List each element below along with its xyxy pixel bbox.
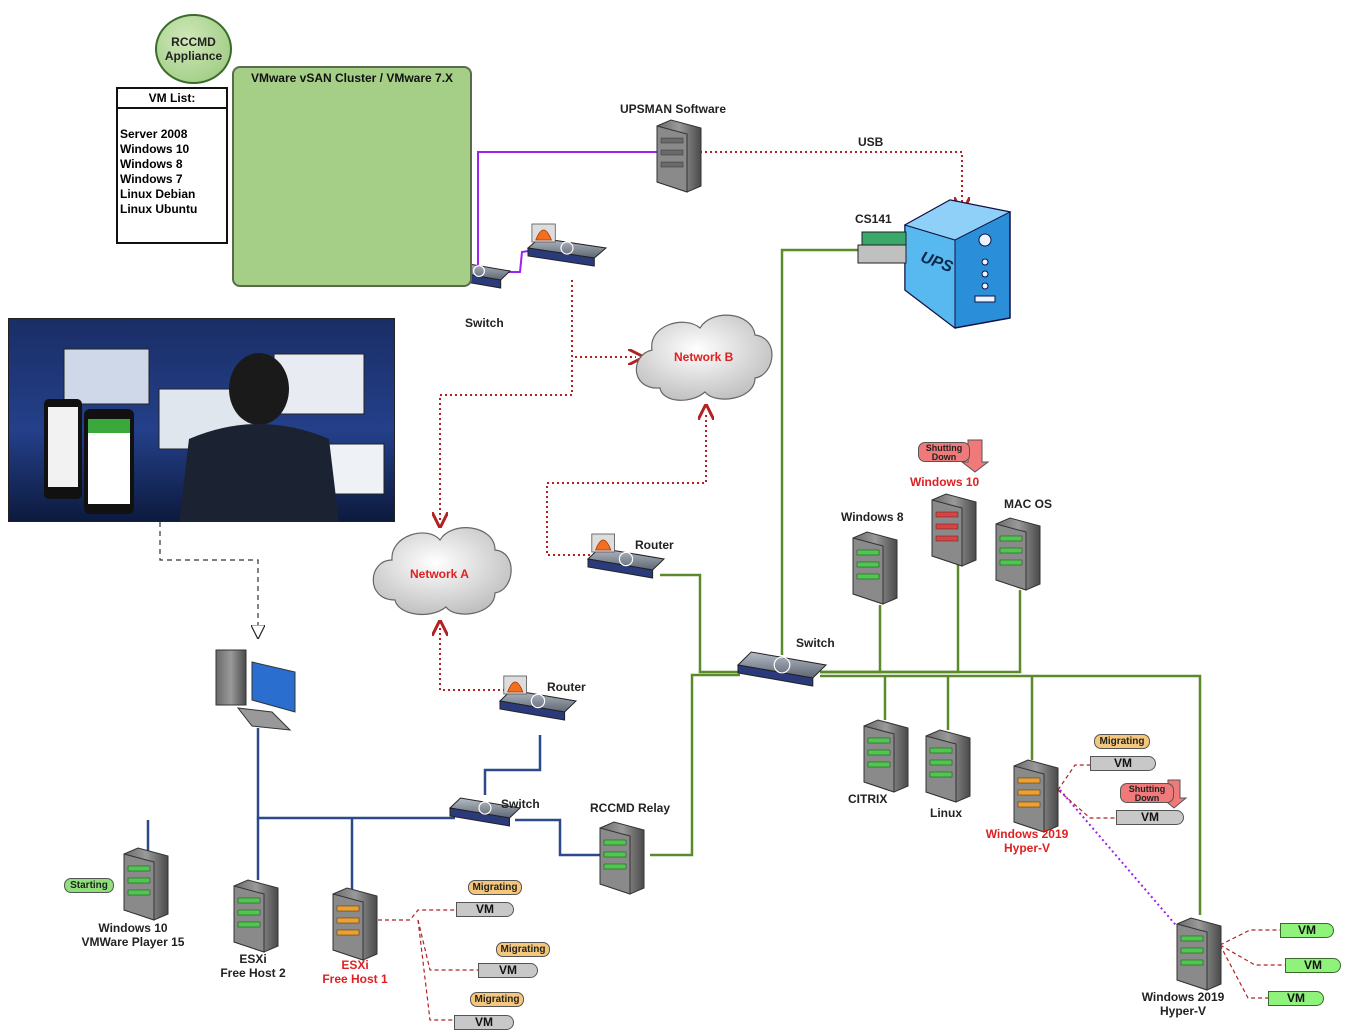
- esxi2-line2: Free Host 2: [220, 966, 286, 980]
- win2019a-line1: Windows 2019: [985, 827, 1069, 841]
- network-b-label: Network B: [674, 350, 734, 364]
- rccmd-appliance-line2: Appliance: [164, 49, 223, 63]
- esxi1-line1: ESXi: [341, 958, 369, 972]
- firewall-top-icon: [526, 223, 608, 267]
- tag-arrows: [960, 439, 1188, 809]
- shutting-down-tag: Shutting Down: [918, 442, 970, 462]
- vm-list-item: Linux Debian: [120, 187, 196, 201]
- win10vm-line1: Windows 10: [98, 921, 168, 935]
- upsman-label: UPSMAN Software: [620, 102, 727, 116]
- macos-label: MAC OS: [1004, 497, 1052, 511]
- vm-tag: VM: [1116, 810, 1184, 825]
- win10vm-label: Windows 10 VMWare Player 15: [74, 921, 192, 949]
- esxi1-label: ESXi Free Host 1: [316, 958, 394, 986]
- esxi2-line1: ESXi: [239, 952, 267, 966]
- usb-label: USB: [858, 135, 884, 149]
- monitoring-photo: [8, 318, 395, 522]
- switch-main-label: Switch: [796, 636, 835, 650]
- router-low-icon: [498, 675, 578, 721]
- esxi1-server-icon: [332, 887, 378, 961]
- switch-top-label: Switch: [465, 316, 504, 330]
- ups-device: [903, 199, 1012, 330]
- win2019a-server-icon: [1013, 759, 1059, 833]
- starting-tag: Starting: [64, 878, 114, 893]
- esxi2-label: ESXi Free Host 2: [214, 952, 292, 980]
- rccmd-relay-server-icon: [599, 821, 645, 895]
- vm-tag: VM: [454, 1015, 514, 1030]
- vm-list-item: Windows 8: [120, 157, 183, 171]
- cs141-label: CS141: [855, 212, 892, 226]
- vm-list-item: Linux Ubuntu: [120, 202, 198, 216]
- workstation-pc: [215, 649, 296, 731]
- linux-server-icon: [925, 729, 971, 803]
- router-low-label: Router: [547, 680, 586, 694]
- migrating-tag: Migrating: [1094, 734, 1150, 749]
- shutting-down-tag: Shutting Down: [1120, 783, 1174, 803]
- vm-tag: VM: [1268, 991, 1324, 1006]
- network-b-cloud: [635, 314, 773, 401]
- windows8-server-icon: [852, 531, 898, 605]
- photo-connector: [159, 522, 258, 632]
- win2019b-line2: Hyper-V: [1159, 1004, 1206, 1018]
- switches: [446, 223, 828, 827]
- win2019a-label: Windows 2019 Hyper-V: [982, 827, 1072, 855]
- windows10-label: Windows 10: [910, 475, 980, 489]
- windows8-label: Windows 8: [841, 510, 904, 524]
- vm-list-item: Server 2008: [120, 127, 188, 141]
- vm-tag: VM: [1285, 958, 1341, 973]
- win2019b-label: Windows 2019 Hyper-V: [1137, 990, 1229, 1018]
- windows10-server-icon: [931, 493, 977, 567]
- win10vm-server-icon: [123, 847, 169, 921]
- monitoring-scene: [44, 348, 385, 521]
- vm-tag: VM: [1090, 756, 1156, 771]
- dotted-links: [440, 151, 962, 691]
- win10vm-line2: VMWare Player 15: [81, 935, 185, 949]
- router-mid-icon: [586, 533, 666, 579]
- vm-list-item: Windows 7: [120, 172, 183, 186]
- linux-label: Linux: [930, 806, 962, 820]
- citrix-label: CITRIX: [848, 792, 888, 806]
- rccmd-appliance: RCCMD Appliance: [155, 14, 232, 84]
- switch-low-label: Switch: [501, 797, 540, 811]
- vsan-cluster-box: VMware vSAN Cluster / VMware 7.X: [232, 66, 472, 287]
- win2019b-line1: Windows 2019: [1141, 990, 1225, 1004]
- vm-list-title: VM List:: [118, 89, 226, 109]
- green-links: [650, 248, 1202, 915]
- upsman-server-icon: [656, 119, 702, 193]
- rccmd-relay-label: RCCMD Relay: [590, 801, 671, 815]
- cs141-card: [857, 231, 907, 264]
- vm-list-box: VM List: Server 2008 Windows 10 Windows …: [116, 87, 228, 244]
- cluster-title: VMware vSAN Cluster / VMware 7.X: [250, 71, 454, 85]
- migrating-tag: Migrating: [470, 992, 524, 1007]
- vm-list-item: Windows 10: [120, 142, 190, 156]
- switch-main-icon: [736, 651, 828, 687]
- migrating-tag: Migrating: [468, 880, 522, 895]
- esxi1-line2: Free Host 1: [322, 972, 388, 986]
- switch-low-icon: [448, 797, 522, 827]
- win2019a-line2: Hyper-V: [1003, 841, 1050, 855]
- win2019b-server-icon: [1176, 917, 1222, 991]
- esxi2-server-icon: [233, 879, 279, 953]
- network-a-label: Network A: [410, 567, 469, 581]
- migrating-tag: Migrating: [496, 942, 550, 957]
- network-a-cloud: [372, 527, 512, 615]
- vm-tag: VM: [456, 902, 514, 917]
- vm-tag: VM: [1280, 923, 1334, 938]
- vm-connectors: [378, 764, 1285, 1021]
- vm-tag: VM: [478, 963, 538, 978]
- macos-server-icon: [995, 517, 1041, 591]
- rccmd-appliance-line1: RCCMD: [171, 35, 216, 49]
- citrix-server-icon: [863, 719, 909, 793]
- router-mid-label: Router: [635, 538, 674, 552]
